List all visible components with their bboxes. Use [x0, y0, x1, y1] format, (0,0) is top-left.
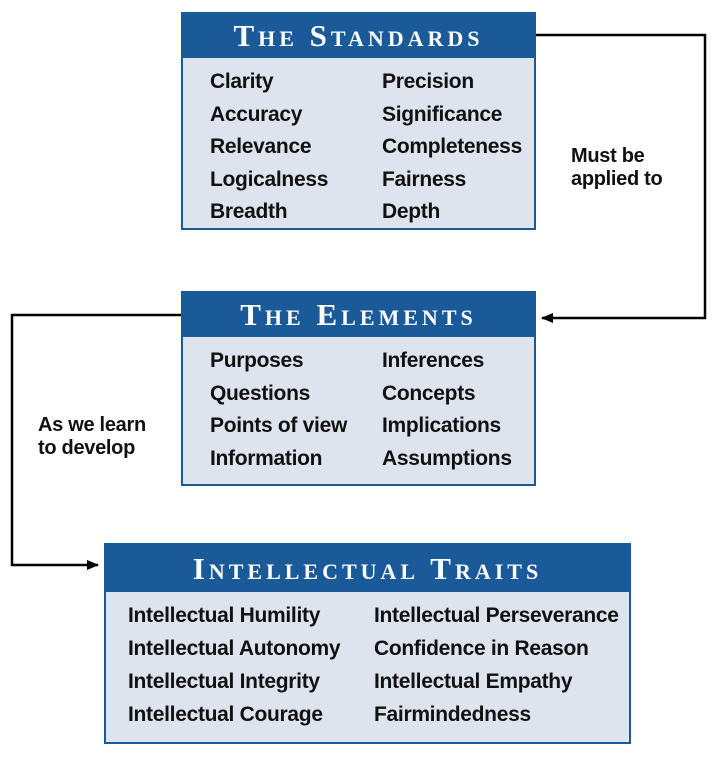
- trait-item: Intellectual Perseverance: [374, 604, 619, 627]
- element-item: Concepts: [382, 381, 476, 405]
- standard-item: Precision: [382, 70, 474, 93]
- elements-box: The Elements Purposes Questions Points o…: [181, 291, 536, 486]
- traits-box: Intellectual Traits Intellectual Humilit…: [104, 543, 631, 744]
- must-be-applied-to-line2: applied to: [571, 168, 663, 190]
- traits-list: Intellectual Humility Intellectual Auton…: [106, 592, 629, 742]
- as-we-learn-to-develop-line1: As we learn: [38, 414, 146, 436]
- traits-right-column: Intellectual Perseverance Confidence in …: [374, 599, 619, 731]
- standard-item: Relevance: [210, 135, 312, 158]
- element-item: Implications: [382, 414, 501, 437]
- element-item: Information: [210, 446, 323, 470]
- elements-right-column: Inferences Concepts Implications Assumpt…: [382, 345, 512, 475]
- traits-title: Intellectual Traits: [106, 545, 629, 592]
- element-item: Points of view: [210, 414, 347, 437]
- standards-list: Clarity Accuracy Relevance Logicalness B…: [183, 58, 534, 228]
- must-be-applied-to-label: Must be applied to: [571, 145, 663, 191]
- element-item: Inferences: [382, 349, 485, 372]
- trait-item: Intellectual Integrity: [128, 670, 320, 693]
- elements-title: The Elements: [183, 293, 534, 337]
- trait-item: Intellectual Autonomy: [128, 637, 341, 660]
- trait-item: Confidence in Reason: [374, 637, 589, 660]
- must-be-applied-to-line1: Must be: [571, 145, 645, 167]
- elements-left-column: Purposes Questions Points of view Inform…: [210, 345, 347, 475]
- element-item: Questions: [210, 381, 310, 405]
- as-we-learn-to-develop-line2: to develop: [38, 437, 136, 459]
- trait-item: Intellectual Empathy: [374, 670, 573, 693]
- traits-left-column: Intellectual Humility Intellectual Auton…: [128, 599, 341, 731]
- standard-item: Completeness: [382, 135, 522, 158]
- standards-to-elements-arrow: [536, 33, 707, 323]
- standards-right-column: Precision Significance Completeness Fair…: [382, 66, 522, 229]
- standard-item: Clarity: [210, 70, 274, 93]
- element-item: Purposes: [210, 349, 304, 372]
- standard-item: Breadth: [210, 200, 288, 223]
- as-we-learn-to-develop-label: As we learn to develop: [38, 414, 146, 460]
- trait-item: Intellectual Humility: [128, 604, 321, 627]
- standards-title: The Standards: [183, 14, 534, 58]
- trait-item: Intellectual Courage: [128, 703, 323, 726]
- element-item: Assumptions: [382, 446, 512, 470]
- standard-item: Fairness: [382, 167, 466, 191]
- elements-to-traits-arrow: [10, 313, 181, 570]
- standards-left-column: Clarity Accuracy Relevance Logicalness B…: [210, 66, 328, 229]
- trait-item: Fairmindedness: [374, 703, 531, 726]
- standards-box: The Standards Clarity Accuracy Relevance…: [181, 12, 536, 230]
- standard-item: Accuracy: [210, 102, 303, 126]
- standard-item: Logicalness: [210, 167, 329, 191]
- elements-list: Purposes Questions Points of view Inform…: [183, 337, 534, 484]
- standard-item: Significance: [382, 102, 503, 126]
- standard-item: Depth: [382, 200, 440, 223]
